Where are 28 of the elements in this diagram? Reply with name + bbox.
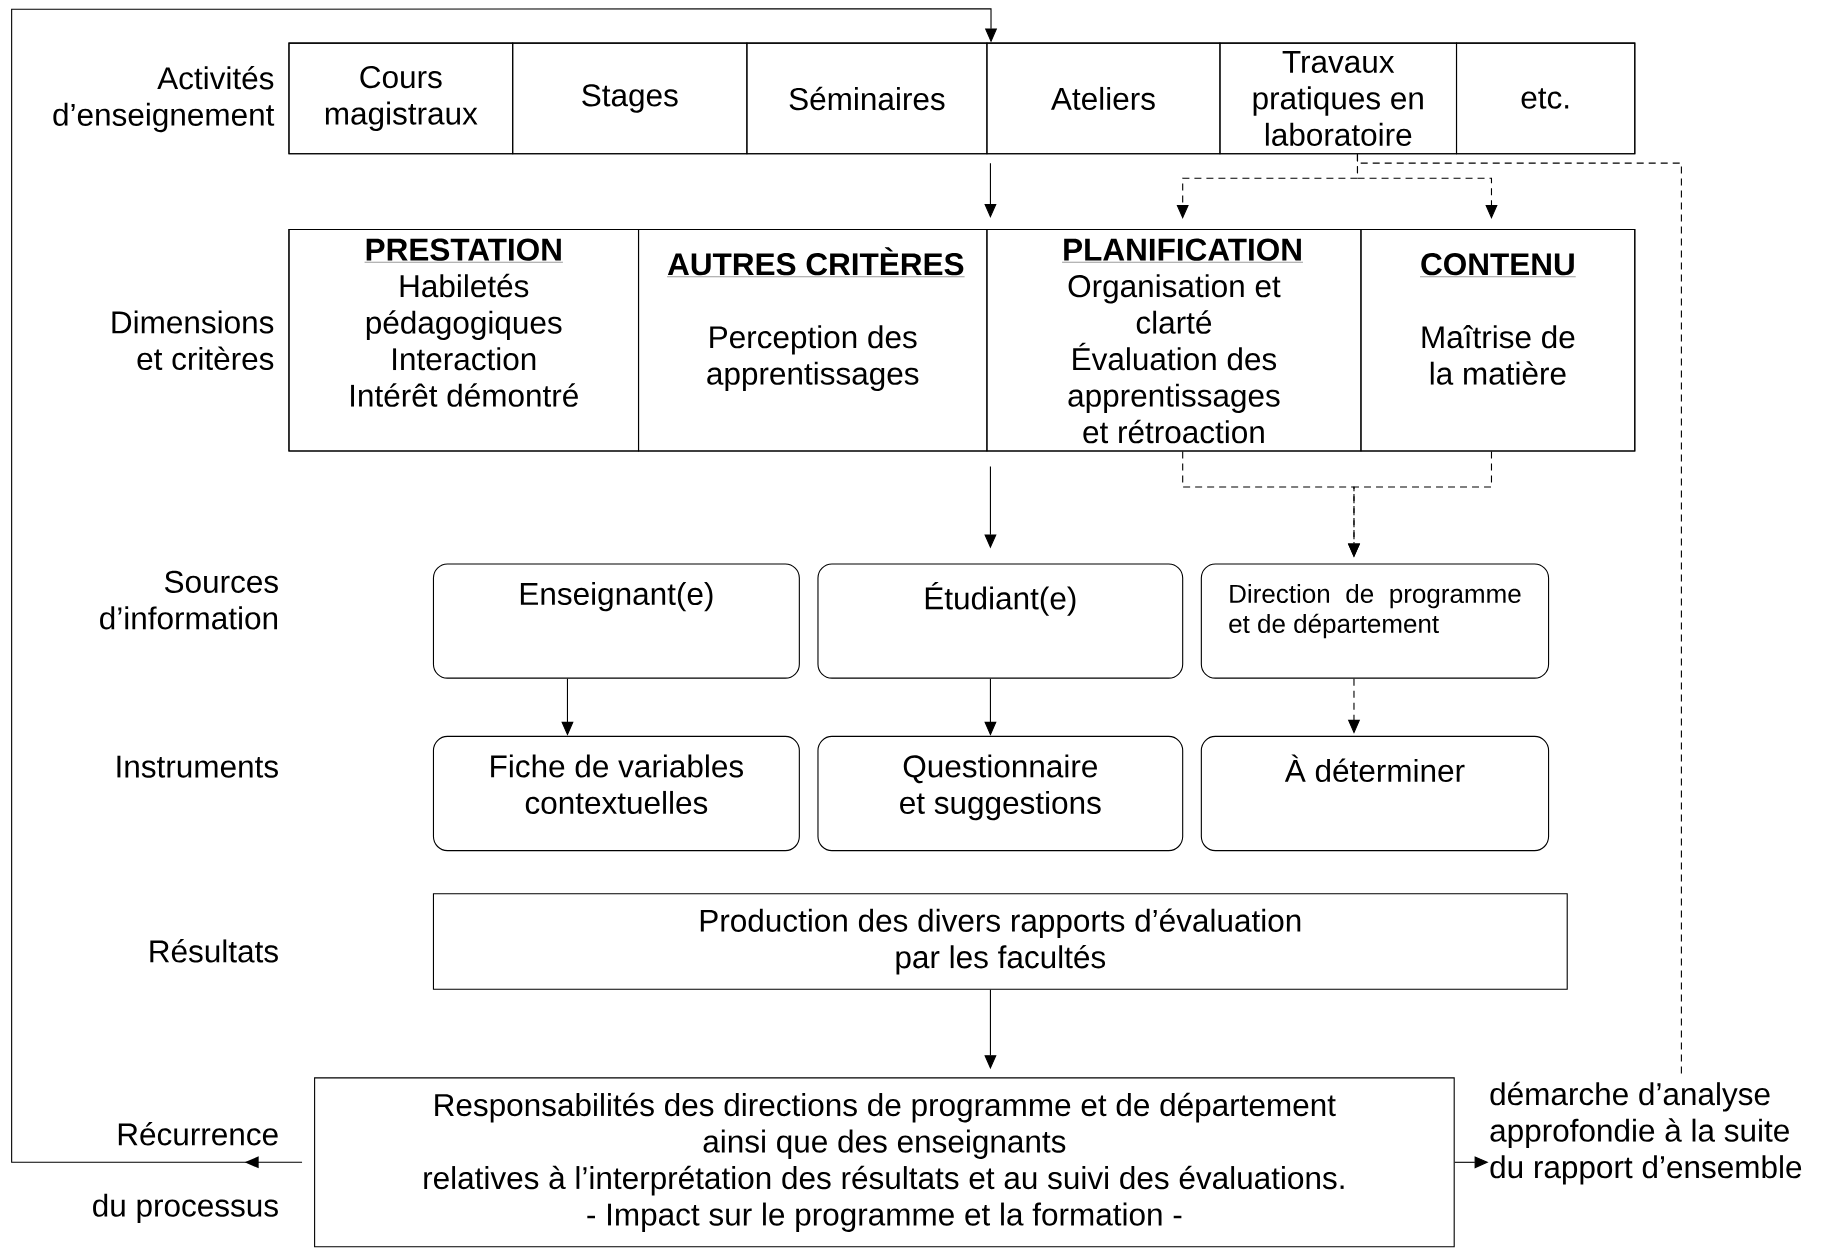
- process-box: Production des divers rapports d’évaluation par les facultés: [432, 893, 1568, 990]
- table-cell: PRESTATION Habiletés pédagogiques Interaction Intérêt démontré: [288, 229, 640, 452]
- table-cell: Cours magistraux: [288, 42, 514, 155]
- arrow: [11, 8, 998, 1169]
- table-cell: Stages: [512, 42, 748, 155]
- table-cell: Ateliers: [986, 42, 1221, 155]
- rounded-box: Étudiant(e): [817, 563, 1184, 679]
- process-box: Responsabilités des directions de programme et de département ainsi que des enseignants relatives à l’interprétation des résultats et au suivi des évaluations. - Impact sur le programme et la formation -: [314, 1077, 1455, 1248]
- rounded-box: Enseignant(e): [432, 563, 800, 679]
- row-label: du processus: [93, 1193, 278, 1223]
- rounded-box: À déterminer: [1200, 735, 1550, 852]
- table-cell: Séminaires: [746, 42, 988, 155]
- row-label: Dimensions et critères: [112, 310, 274, 371]
- rounded-box: Direction de programme et de département: [1200, 563, 1550, 679]
- row-label: Instruments: [117, 755, 278, 778]
- row-label: Résultats: [150, 939, 278, 963]
- rounded-box: Questionnaire et suggestions: [817, 735, 1184, 852]
- row-label: Activités d’enseignement: [53, 65, 275, 133]
- table-cell: CONTENU Maîtrise de la matière: [1360, 229, 1636, 452]
- row-label: Récurrence: [118, 1122, 278, 1146]
- table-cell: Travaux pratiques en laboratoire: [1219, 42, 1458, 155]
- table-cell: AUTRES CRITÈRES Perception des apprentissages: [638, 229, 988, 452]
- rounded-box: Fiche de variables contextuelles: [432, 735, 800, 852]
- row-label: Sources d’information: [100, 570, 278, 630]
- arrow: [984, 162, 997, 218]
- table-cell: etc.: [1455, 42, 1636, 155]
- note-text: démarche d’analyse approfondie à la suite du rapport d’ensemble: [1490, 1081, 1802, 1185]
- table-cell: PLANIFICATION Organisation et clarté Évaluation des apprentissages et rétroaction: [986, 229, 1362, 452]
